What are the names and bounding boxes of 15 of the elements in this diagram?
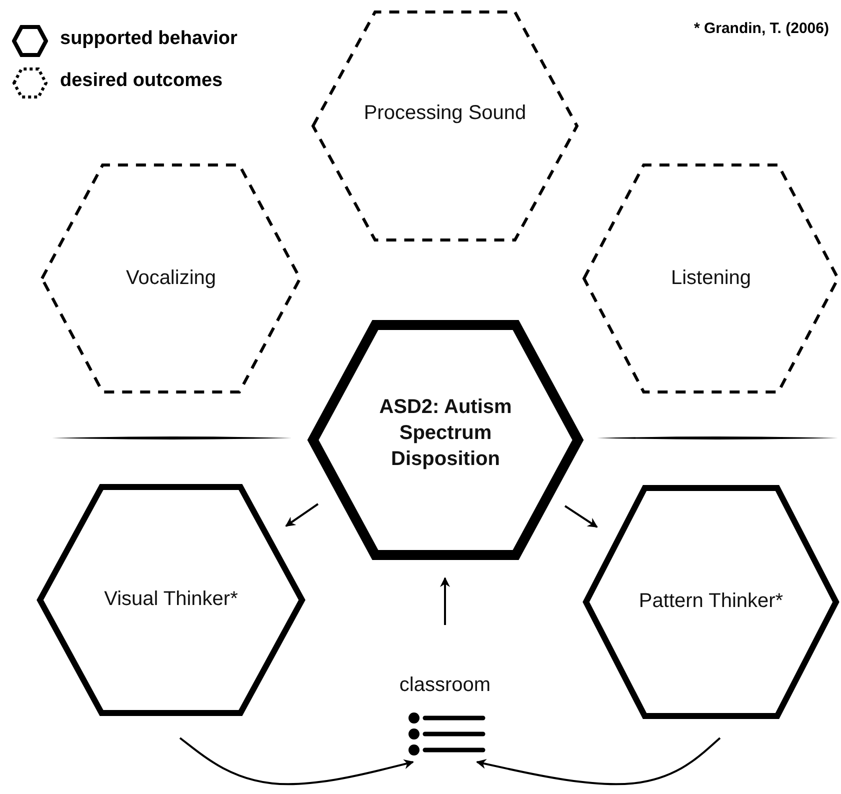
arrow bbox=[440, 577, 450, 625]
node-label: classroom bbox=[398, 673, 492, 698]
hexagon-label: ASD2: Autism Spectrum Disposition bbox=[378, 395, 513, 472]
arrow bbox=[285, 503, 319, 527]
hexagon-label: Pattern Thinker* bbox=[638, 589, 784, 614]
citation-note: * Grandin, T. (2006) bbox=[694, 20, 829, 37]
hexagon-label: Visual Thinker* bbox=[103, 587, 239, 612]
arrow bbox=[179, 737, 414, 786]
arrow bbox=[564, 505, 598, 528]
legend-label: supported behavior bbox=[60, 28, 238, 50]
hexagon-label: Vocalizing bbox=[124, 266, 218, 290]
hexagon-label: Listening bbox=[670, 266, 752, 290]
hexagon-label: Processing Sound bbox=[362, 101, 528, 126]
legend-label: desired outcomes bbox=[60, 70, 223, 92]
arrow bbox=[476, 737, 721, 786]
